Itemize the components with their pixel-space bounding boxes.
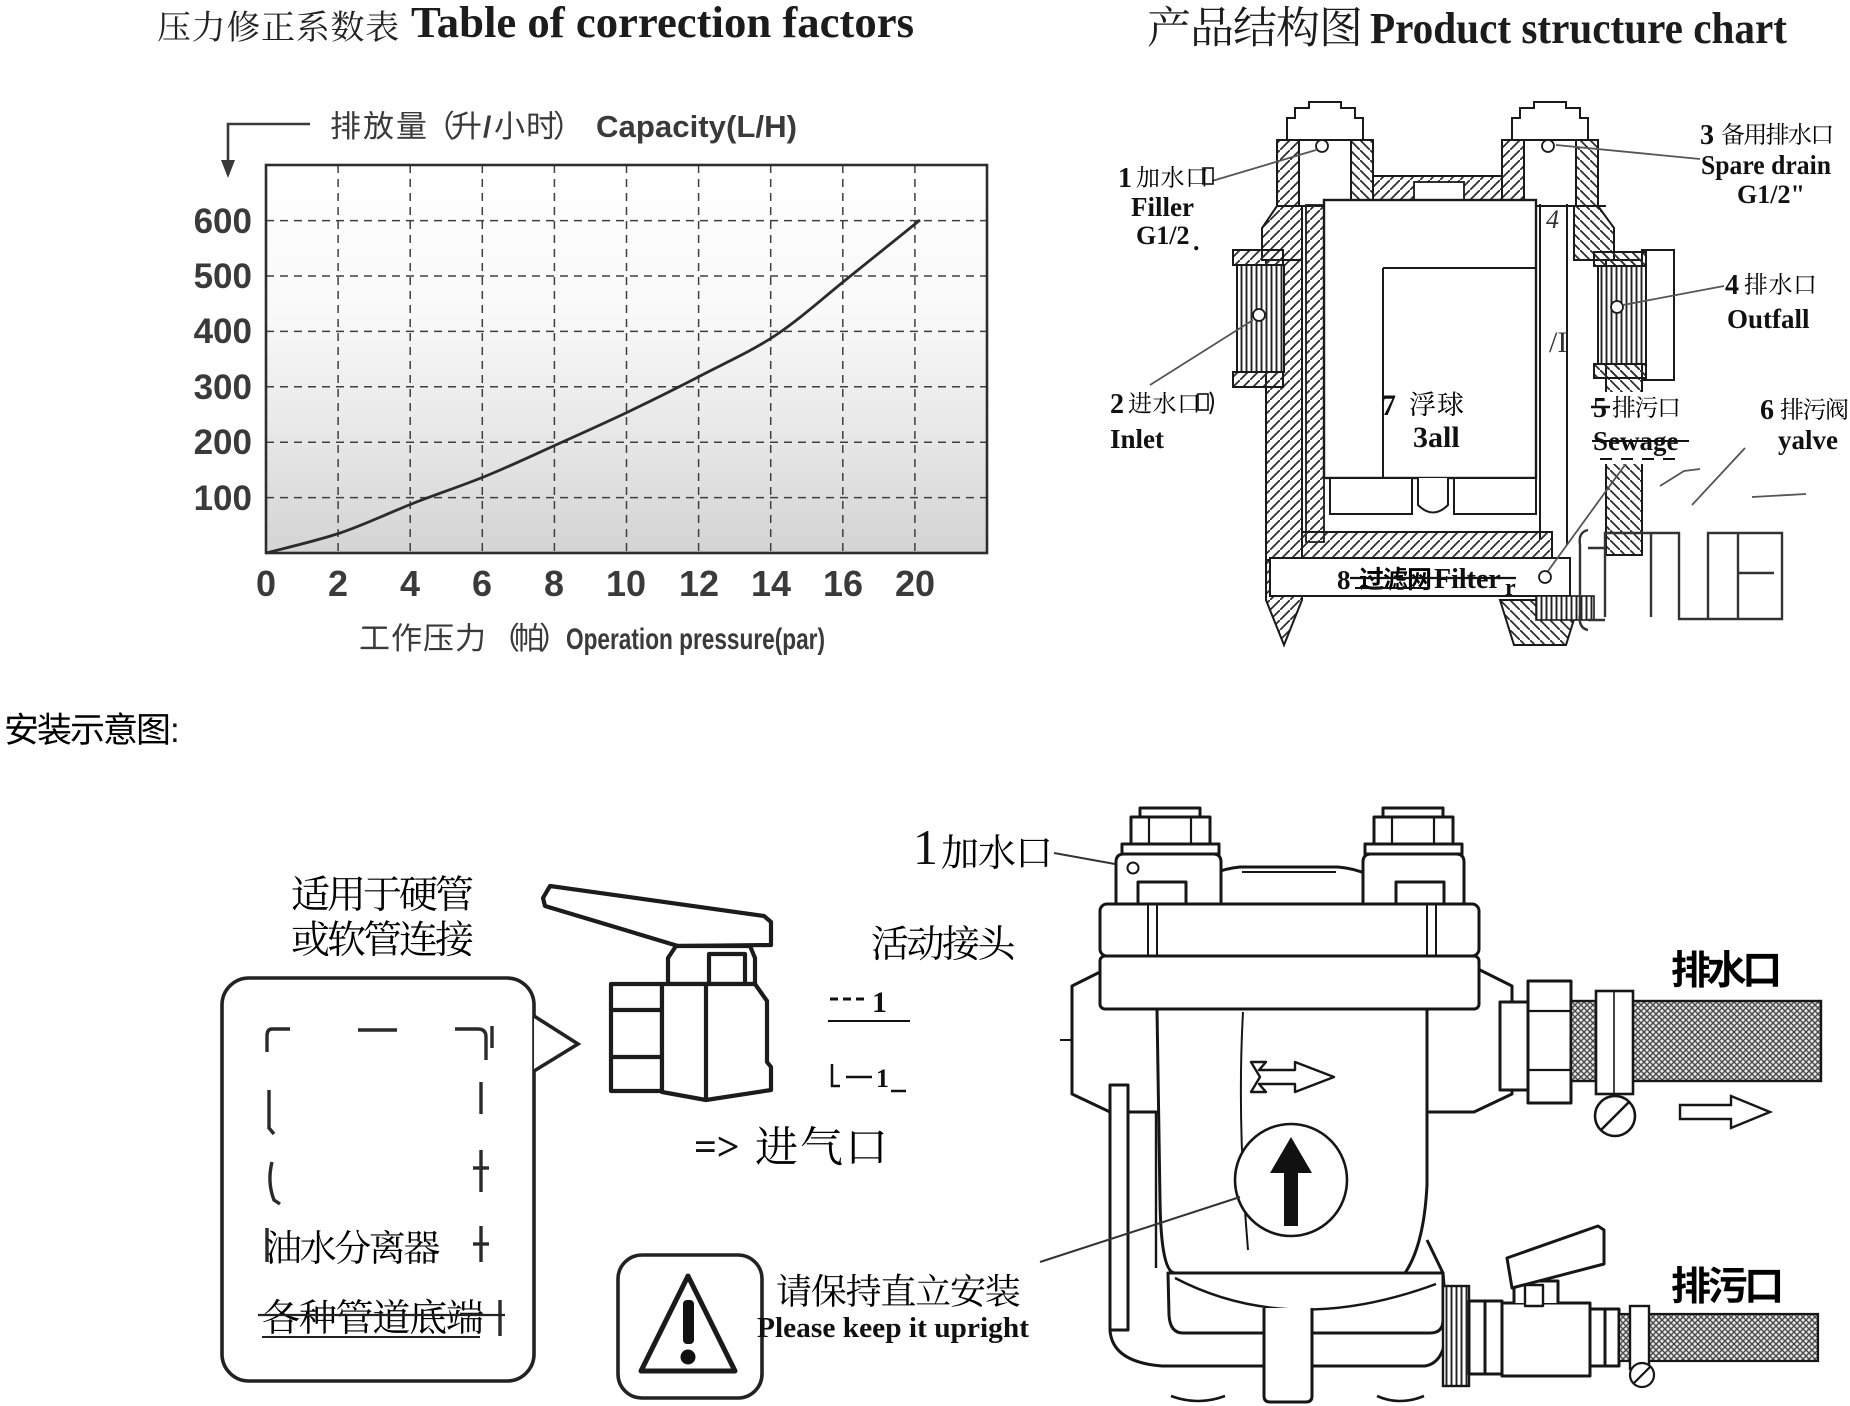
svg-text:3all: 3all [1413, 421, 1460, 454]
svg-text:600: 600 [194, 202, 252, 241]
svg-text:Please keep it upright: Please keep it upright [757, 1312, 1029, 1344]
svg-text:Spare drain: Spare drain [1701, 150, 1831, 180]
svg-text::: : [170, 711, 180, 750]
svg-text:Filler: Filler [1131, 192, 1194, 222]
svg-text:yalve: yalve [1778, 425, 1838, 455]
svg-text:16: 16 [823, 563, 863, 604]
svg-text:Product structure chart: Product structure chart [1370, 4, 1787, 53]
svg-text:Outfall: Outfall [1727, 304, 1810, 334]
svg-text:1: 1 [872, 986, 887, 1019]
svg-text:Inlet: Inlet [1110, 424, 1164, 454]
svg-text:1: 1 [913, 819, 938, 875]
svg-text:8: 8 [1337, 565, 1351, 595]
svg-text:0: 0 [256, 563, 276, 604]
svg-text:12: 12 [679, 563, 719, 604]
svg-text:100: 100 [194, 479, 252, 518]
svg-text:/I: /I [1549, 326, 1567, 359]
svg-text:Table of correction factors: Table of correction factors [411, 0, 914, 47]
svg-text:2: 2 [1110, 389, 1124, 420]
svg-text:20: 20 [895, 563, 935, 604]
svg-text:14: 14 [751, 563, 791, 604]
svg-text:5: 5 [1593, 393, 1607, 424]
svg-text:1: 1 [876, 1064, 889, 1093]
svg-text:.: . [1193, 227, 1200, 256]
svg-text:1: 1 [1118, 163, 1132, 194]
svg-text:4: 4 [1546, 205, 1559, 234]
svg-text:4: 4 [400, 563, 420, 604]
svg-text:Filter: Filter [1434, 564, 1501, 595]
svg-text:2: 2 [328, 563, 348, 604]
svg-text:7: 7 [1381, 389, 1396, 422]
svg-text:G1/2: G1/2 [1136, 221, 1189, 250]
svg-text:300: 300 [194, 368, 252, 407]
svg-text:500: 500 [194, 257, 252, 296]
svg-text:Operation pressure(par): Operation pressure(par) [566, 623, 825, 656]
svg-text:200: 200 [194, 423, 252, 462]
svg-text:6: 6 [472, 563, 492, 604]
svg-text:=>: => [694, 1124, 740, 1169]
svg-text:10: 10 [606, 563, 646, 604]
svg-text:/: / [483, 111, 492, 144]
svg-text:4: 4 [1725, 270, 1739, 301]
svg-text:3: 3 [1700, 120, 1714, 151]
svg-text:G1/2": G1/2" [1737, 180, 1805, 209]
svg-text:8: 8 [544, 563, 564, 604]
svg-text:Capacity(L/H): Capacity(L/H) [596, 109, 797, 144]
svg-text:400: 400 [194, 312, 252, 351]
svg-text:r: r [1505, 575, 1516, 601]
svg-text:6: 6 [1760, 395, 1774, 426]
